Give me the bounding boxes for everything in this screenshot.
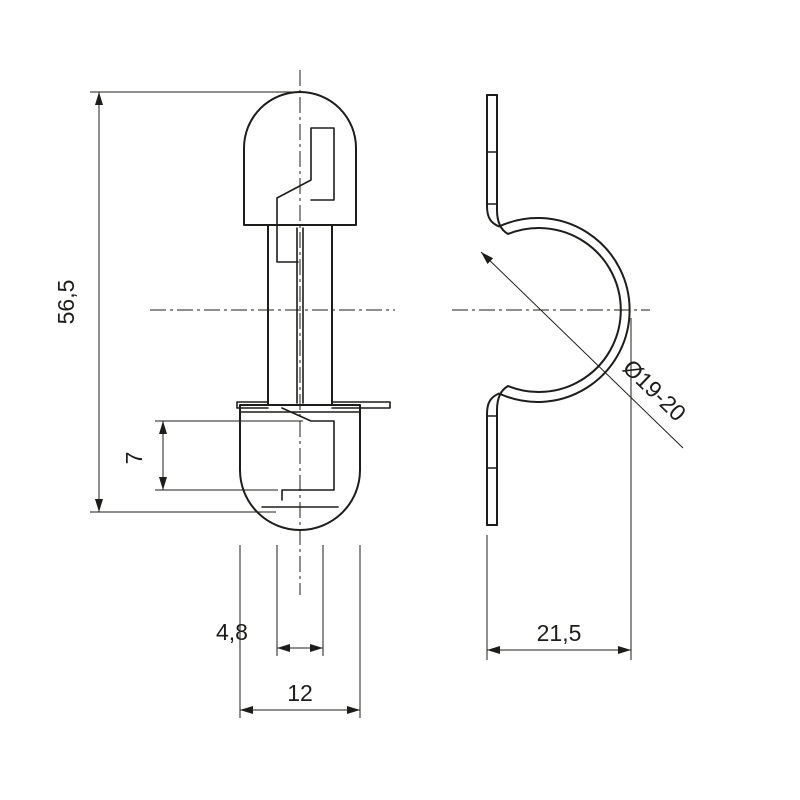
clip-inner-contour — [496, 94, 622, 526]
dimension-label-clip-width: 21,5 — [537, 620, 582, 646]
arrowhead-up — [159, 421, 167, 434]
dimension-contact-height: 7 — [121, 420, 303, 491]
dimension-overall-length: 56,5 — [53, 91, 297, 513]
top-contact-detail — [276, 127, 335, 263]
dimension-label-body-width: 12 — [287, 680, 313, 706]
dimension-label-clip-diameter: Ø19-20 — [618, 354, 691, 426]
arrowhead-down — [95, 499, 103, 512]
leader-line — [480, 251, 684, 449]
dimension-label-contact-height: 7 — [121, 452, 147, 465]
bottom-contact-detail — [261, 407, 339, 508]
arrowhead-leader — [481, 252, 494, 264]
arrowhead-up — [95, 92, 103, 105]
arrowhead-left — [487, 646, 500, 654]
dimension-clip-width: 21,5 — [486, 318, 632, 660]
dimension-label-overall-length: 56,5 — [53, 280, 79, 325]
arrowhead-down — [159, 477, 167, 490]
arrowhead-left — [277, 644, 290, 652]
arrowhead-right — [618, 646, 631, 654]
bottom-cap-outline — [239, 404, 361, 531]
arrowhead-left — [240, 706, 253, 714]
dimension-body-width: 12 — [239, 545, 361, 718]
arrowhead-right — [347, 706, 360, 714]
front-view: 56,5 7 4,8 12 — [53, 70, 395, 718]
dimension-inner-width: 4,8 — [216, 545, 324, 656]
arrowhead-right — [310, 644, 323, 652]
dimension-clip-diameter: Ø19-20 — [480, 251, 691, 449]
left-tab — [236, 401, 269, 409]
side-view: Ø19-20 21,5 — [452, 94, 691, 660]
dimension-label-inner-width: 4,8 — [216, 619, 248, 645]
clip-outer-contour — [486, 94, 631, 526]
strip-junction-marks — [486, 151, 498, 469]
top-cap-outline — [243, 91, 357, 226]
